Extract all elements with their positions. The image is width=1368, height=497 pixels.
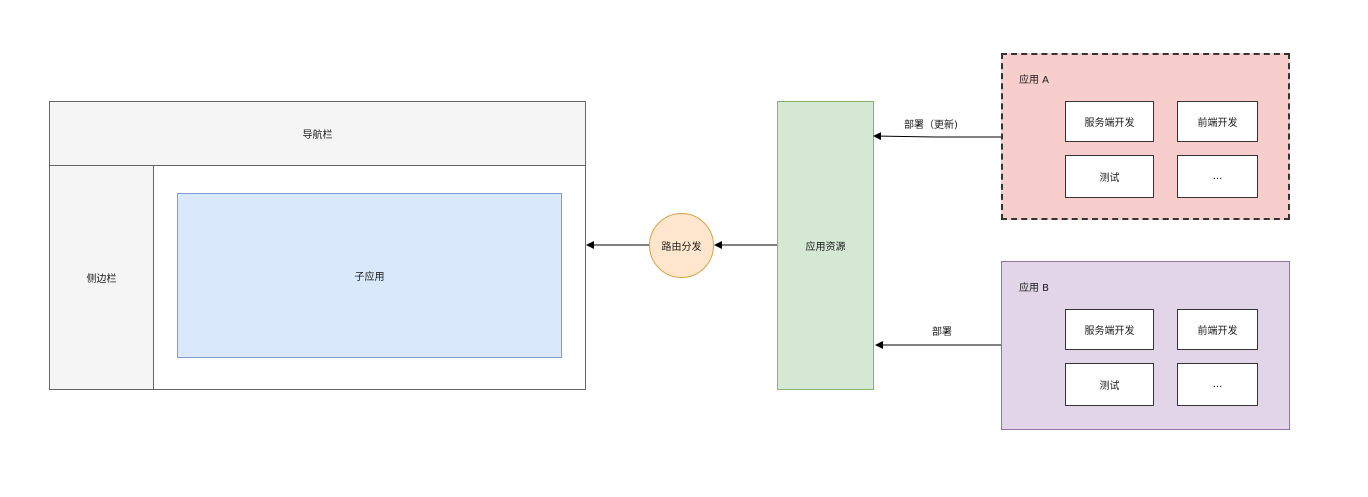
edge-label-deploy-update: 部署（更新) <box>904 120 958 131</box>
app-b-task: 前端开发 <box>1177 309 1258 350</box>
nav-bar-label: 导航栏 <box>302 130 333 141</box>
app-b-task: 服务端开发 <box>1065 309 1154 350</box>
app-a-task-label: 前端开发 <box>1197 118 1238 129</box>
app-a-task-label: 测试 <box>1099 173 1120 184</box>
router-label: 路由分发 <box>661 242 702 253</box>
app-a-task: 测试 <box>1065 155 1154 198</box>
app-resources: 应用资源 <box>777 101 874 390</box>
app-b-task-label: ... <box>1212 379 1223 390</box>
sub-app: 子应用 <box>177 193 562 358</box>
app-a-task-label: ... <box>1212 171 1223 182</box>
app-a-task-label: 服务端开发 <box>1084 118 1135 129</box>
app-resources-label: 应用资源 <box>805 242 846 253</box>
router-node: 路由分发 <box>649 213 714 278</box>
app-b-title: 应用 B <box>1019 283 1050 294</box>
sub-app-label: 子应用 <box>354 272 385 283</box>
app-b-task-label: 服务端开发 <box>1084 326 1135 337</box>
app-a-title: 应用 A <box>1019 75 1050 86</box>
edge-label-deploy: 部署 <box>932 327 952 338</box>
arrow-app-a-to-resources <box>873 132 1001 141</box>
app-a-task: 服务端开发 <box>1065 101 1154 142</box>
app-b-task-label: 测试 <box>1099 381 1120 392</box>
nav-bar: 导航栏 <box>49 101 586 166</box>
app-a-task: ... <box>1177 155 1258 198</box>
app-b-task-label: 前端开发 <box>1197 326 1238 337</box>
app-b-task: 测试 <box>1065 363 1154 406</box>
app-b-task: ... <box>1177 363 1258 406</box>
app-a-task: 前端开发 <box>1177 101 1258 142</box>
sidebar: 侧边栏 <box>49 165 154 390</box>
sidebar-label: 侧边栏 <box>86 274 117 285</box>
